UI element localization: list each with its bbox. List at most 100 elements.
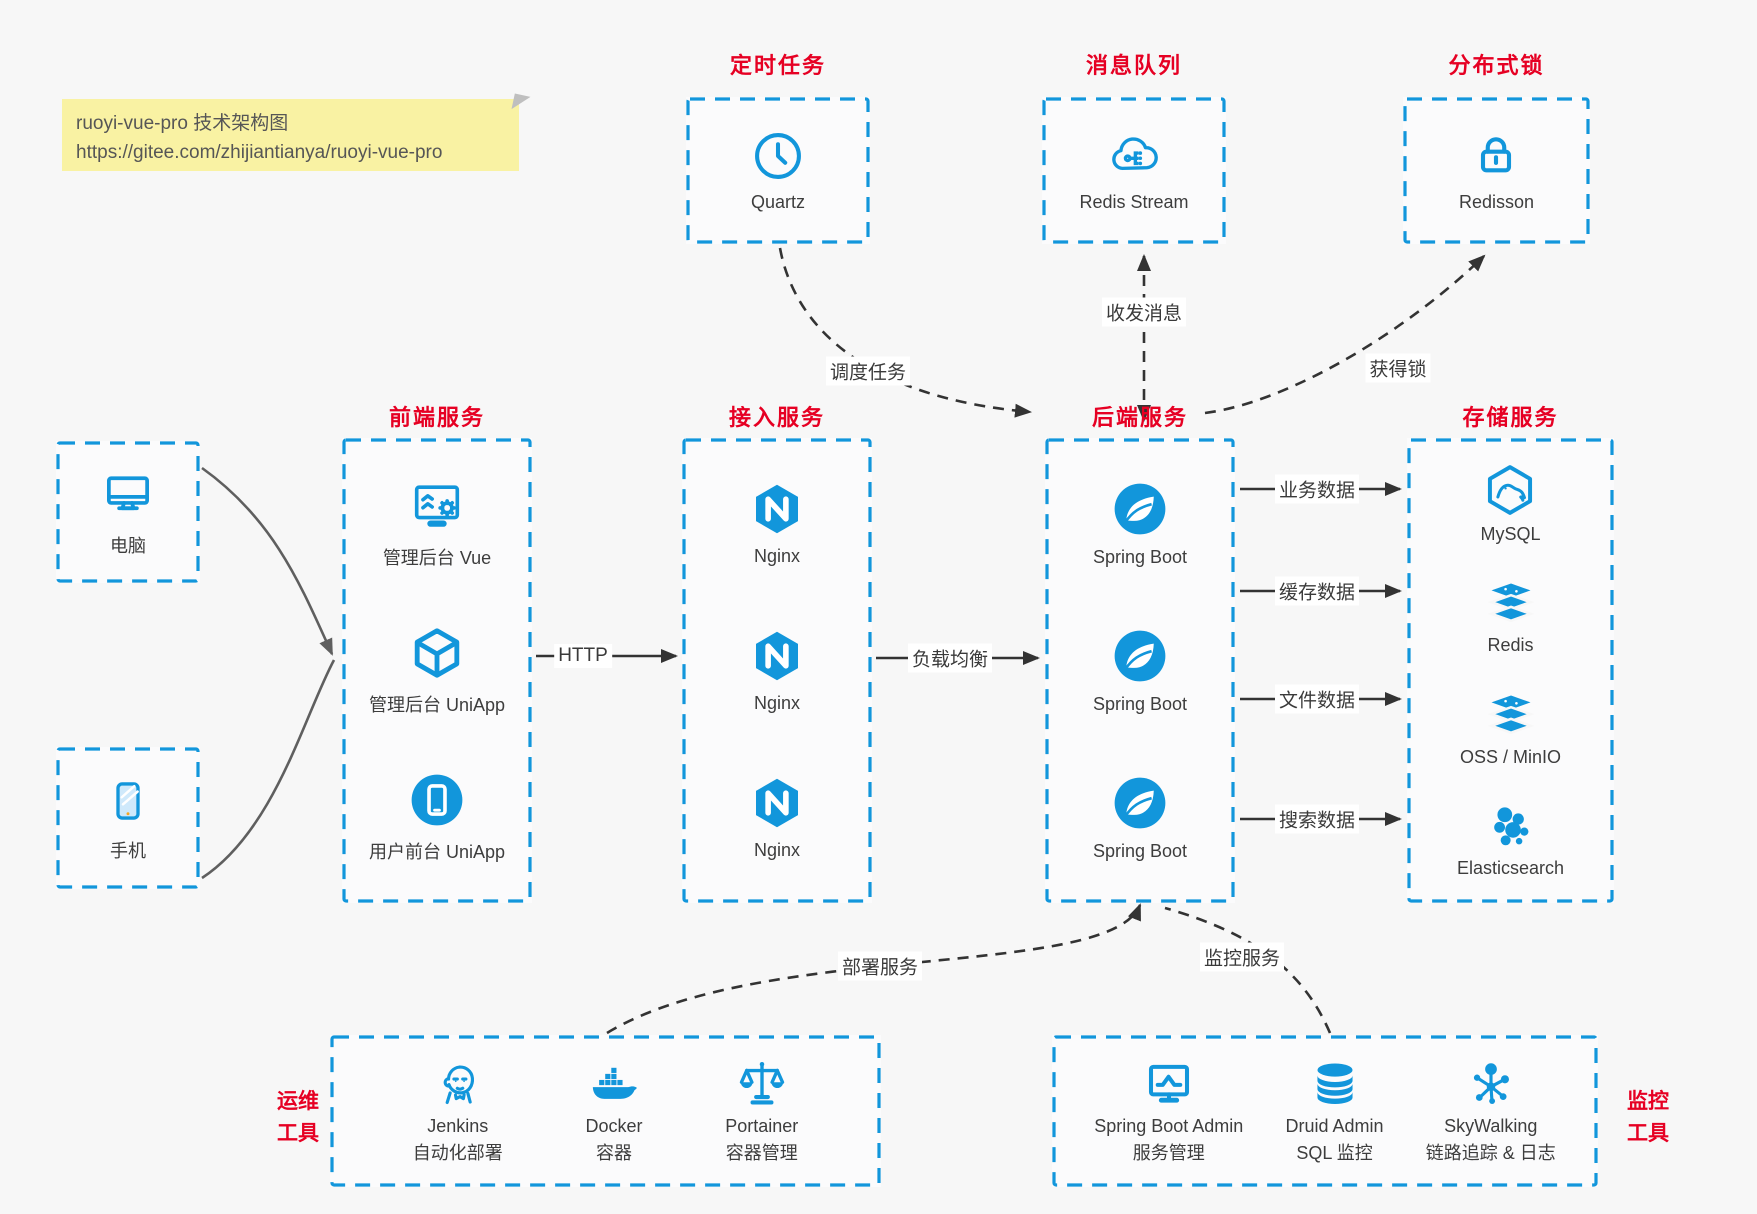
nginx-icon [749,481,805,537]
node-label: 管理后台 Vue [382,548,492,568]
edge-label-acquire-lock: 获得锁 [1365,353,1431,383]
node-spring-boot-3: Spring Boot [1093,774,1187,862]
edge-label-search-data: 搜索数据 [1274,804,1360,834]
elasticsearch-icon [1484,800,1536,852]
node-spring-boot-admin: Spring Boot Admin 服务管理 [1094,1057,1243,1165]
sticky-note: ruoyi-vue-pro 技术架构图 https://gitee.com/zh… [62,93,531,171]
uniapp-cube-icon [408,624,466,682]
node-computer: 电脑 [56,441,200,583]
nginx-icon [749,775,805,831]
note-title: ruoyi-vue-pro 技术架构图 [76,113,289,134]
clock-icon [751,129,805,183]
portainer-scales-icon [735,1057,789,1111]
redis-stack-icon [1485,577,1537,629]
edge-label-monitor: 监控服务 [1199,942,1285,972]
node-label: Spring Boot [1092,546,1188,567]
group-box-frontend: 管理后台 Vue 管理后台 UniApp 用户前台 UniApp [342,438,532,903]
node-label: Nginx [753,692,801,713]
cloud-stream-icon [1106,129,1162,183]
skywalking-icon [1464,1057,1518,1111]
group-title-monitoring: 监控 工具 [1627,1090,1669,1145]
node-oss-minio: OSS / MinIO [1460,689,1561,768]
edge-label-business-data: 业务数据 [1274,474,1360,504]
node-label: 用户前台 UniApp [368,842,506,862]
edge-computer-to-frontend [201,466,334,656]
edge-label-schedule-task: 调度任务 [825,356,911,386]
group-box-gateway: Nginx Nginx Nginx [682,438,872,903]
spring-icon [1111,774,1169,832]
group-box-storage: MySQL Redis OSS [1407,438,1614,903]
node-nginx-1: Nginx [749,481,805,567]
user-app-icon [408,771,466,829]
node-label: Redis Stream [1079,191,1189,212]
node-sublabel: SQL 监控 [1296,1143,1373,1163]
group-title-frontend: 前端服务 [388,405,485,430]
edge-schedule-task [778,247,1032,418]
node-redisson: Redisson [1403,97,1590,244]
druid-database-icon [1308,1057,1362,1111]
node-label: Docker [585,1116,643,1136]
lock-icon [1470,129,1522,183]
node-druid-admin: Druid Admin SQL 监控 [1286,1057,1384,1165]
node-skywalking: SkyWalking 链路追踪 & 日志 [1426,1057,1556,1165]
redis-stack-icon [1485,689,1537,741]
node-sublabel: 容器 [595,1143,632,1163]
node-sublabel: 容器管理 [725,1143,798,1163]
note-url: https://gitee.com/zhijiantianya/ruoyi-vu… [76,142,443,164]
node-sublabel: 链路追踪 & 日志 [1425,1143,1556,1163]
node-redis-stream: Redis Stream [1042,97,1226,244]
node-admin-uniapp: 管理后台 UniApp [369,624,505,717]
node-label: Quartz [750,191,806,212]
edge-label-load-balance: 负载均衡 [907,643,993,673]
node-nginx-2: Nginx [749,628,805,714]
group-title-backend: 后端服务 [1091,405,1188,430]
note-fold-corner [511,93,531,113]
edge-label-http: HTTP [554,644,612,668]
node-label: Druid Admin [1285,1116,1384,1136]
spring-icon [1111,627,1169,685]
group-box-monitoring: Spring Boot Admin 服务管理 Druid Admin SQL 监… [1052,1035,1598,1187]
edge-label-file-data: 文件数据 [1274,684,1360,714]
jenkins-icon [431,1057,485,1111]
node-label: MySQL [1480,524,1541,545]
node-sublabel: 自动化部署 [412,1143,503,1163]
node-sublabel: 服务管理 [1132,1143,1205,1163]
edge-label-deploy: 部署服务 [837,951,923,981]
node-label: Elasticsearch [1456,857,1565,878]
node-label: SkyWalking [1444,1116,1538,1136]
edge-deploy-service [606,903,1142,1035]
node-label: 管理后台 UniApp [368,695,506,715]
node-label: 手机 [110,840,146,861]
group-title-scheduler: 定时任务 [729,53,826,78]
node-quartz: Quartz [686,97,870,244]
group-title-gateway: 接入服务 [728,405,825,430]
node-label: Spring Boot Admin [1094,1116,1244,1136]
edge-label-send-receive: 收发消息 [1101,297,1187,327]
node-jenkins: Jenkins 自动化部署 [413,1057,503,1165]
group-title-ops: 运维 工具 [277,1090,319,1145]
group-box-ops: Jenkins 自动化部署 Docker 容器 [330,1035,881,1187]
edge-phone-to-frontend [201,659,336,880]
node-redis: Redis [1485,577,1537,656]
edge-label-cache-data: 缓存数据 [1274,576,1360,606]
node-label: Portainer [725,1116,799,1136]
docker-whale-icon [586,1057,642,1111]
nginx-icon [749,628,805,684]
node-label: Redis [1487,635,1534,656]
node-user-uniapp: 用户前台 UniApp [369,771,505,864]
group-title-lock: 分布式锁 [1448,53,1545,78]
node-nginx-3: Nginx [749,775,805,861]
admin-vue-icon [408,477,466,535]
desktop-icon [99,467,157,523]
node-portainer: Portainer 容器管理 [725,1057,798,1165]
node-spring-boot-2: Spring Boot [1093,627,1187,715]
node-spring-boot-1: Spring Boot [1093,480,1187,568]
node-label: 电脑 [110,535,146,556]
phone-icon [103,774,153,828]
group-title-mq: 消息队列 [1085,53,1182,78]
spring-icon [1111,480,1169,538]
node-label: Redisson [1458,191,1535,212]
edge-acquire-lock [1204,254,1486,415]
mysql-icon [1482,462,1538,518]
